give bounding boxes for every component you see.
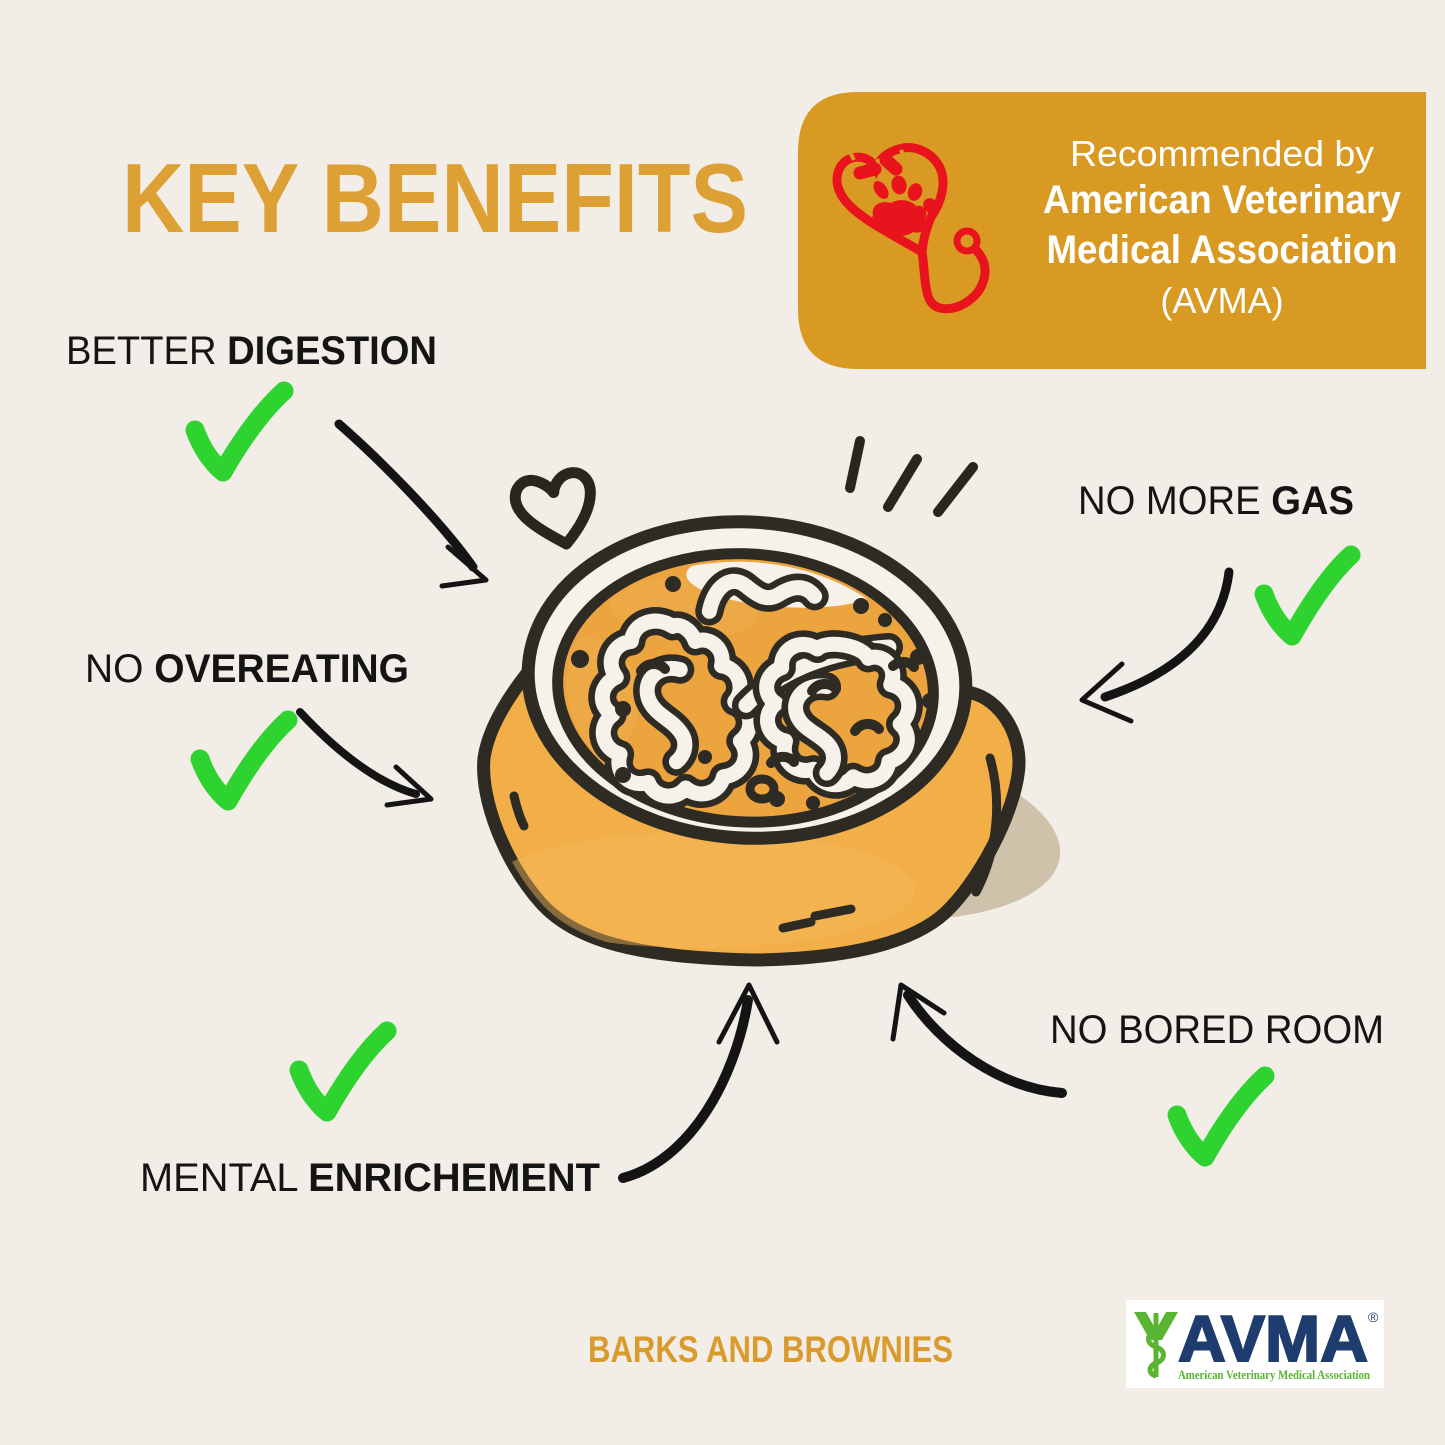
svg-text:KEY BENEFITS: KEY BENEFITS [122,143,748,253]
svg-text:American Veterinary: American Veterinary [1043,178,1402,222]
svg-text:Recommended by: Recommended by [1070,133,1374,174]
svg-text:(AVMA): (AVMA) [1160,280,1283,321]
svg-text:BETTER DIGESTION: BETTER DIGESTION [66,329,437,373]
svg-text:MENTAL ENRICHEMENT: MENTAL ENRICHEMENT [140,1156,600,1200]
svg-text:NO OVEREATING: NO OVEREATING [85,647,409,691]
svg-text:®: ® [1368,1309,1379,1325]
svg-text:NO MORE GAS: NO MORE GAS [1078,479,1354,523]
svg-text:NO BORED ROOM: NO BORED ROOM [1050,1008,1384,1052]
svg-text:AVMA: AVMA [1178,1302,1368,1375]
svg-text:Medical Association: Medical Association [1047,228,1398,272]
svg-text:BARKS AND BROWNIES: BARKS AND BROWNIES [588,1329,953,1370]
svg-text:American Veterinary Medical As: American Veterinary Medical Association [1178,1367,1371,1382]
